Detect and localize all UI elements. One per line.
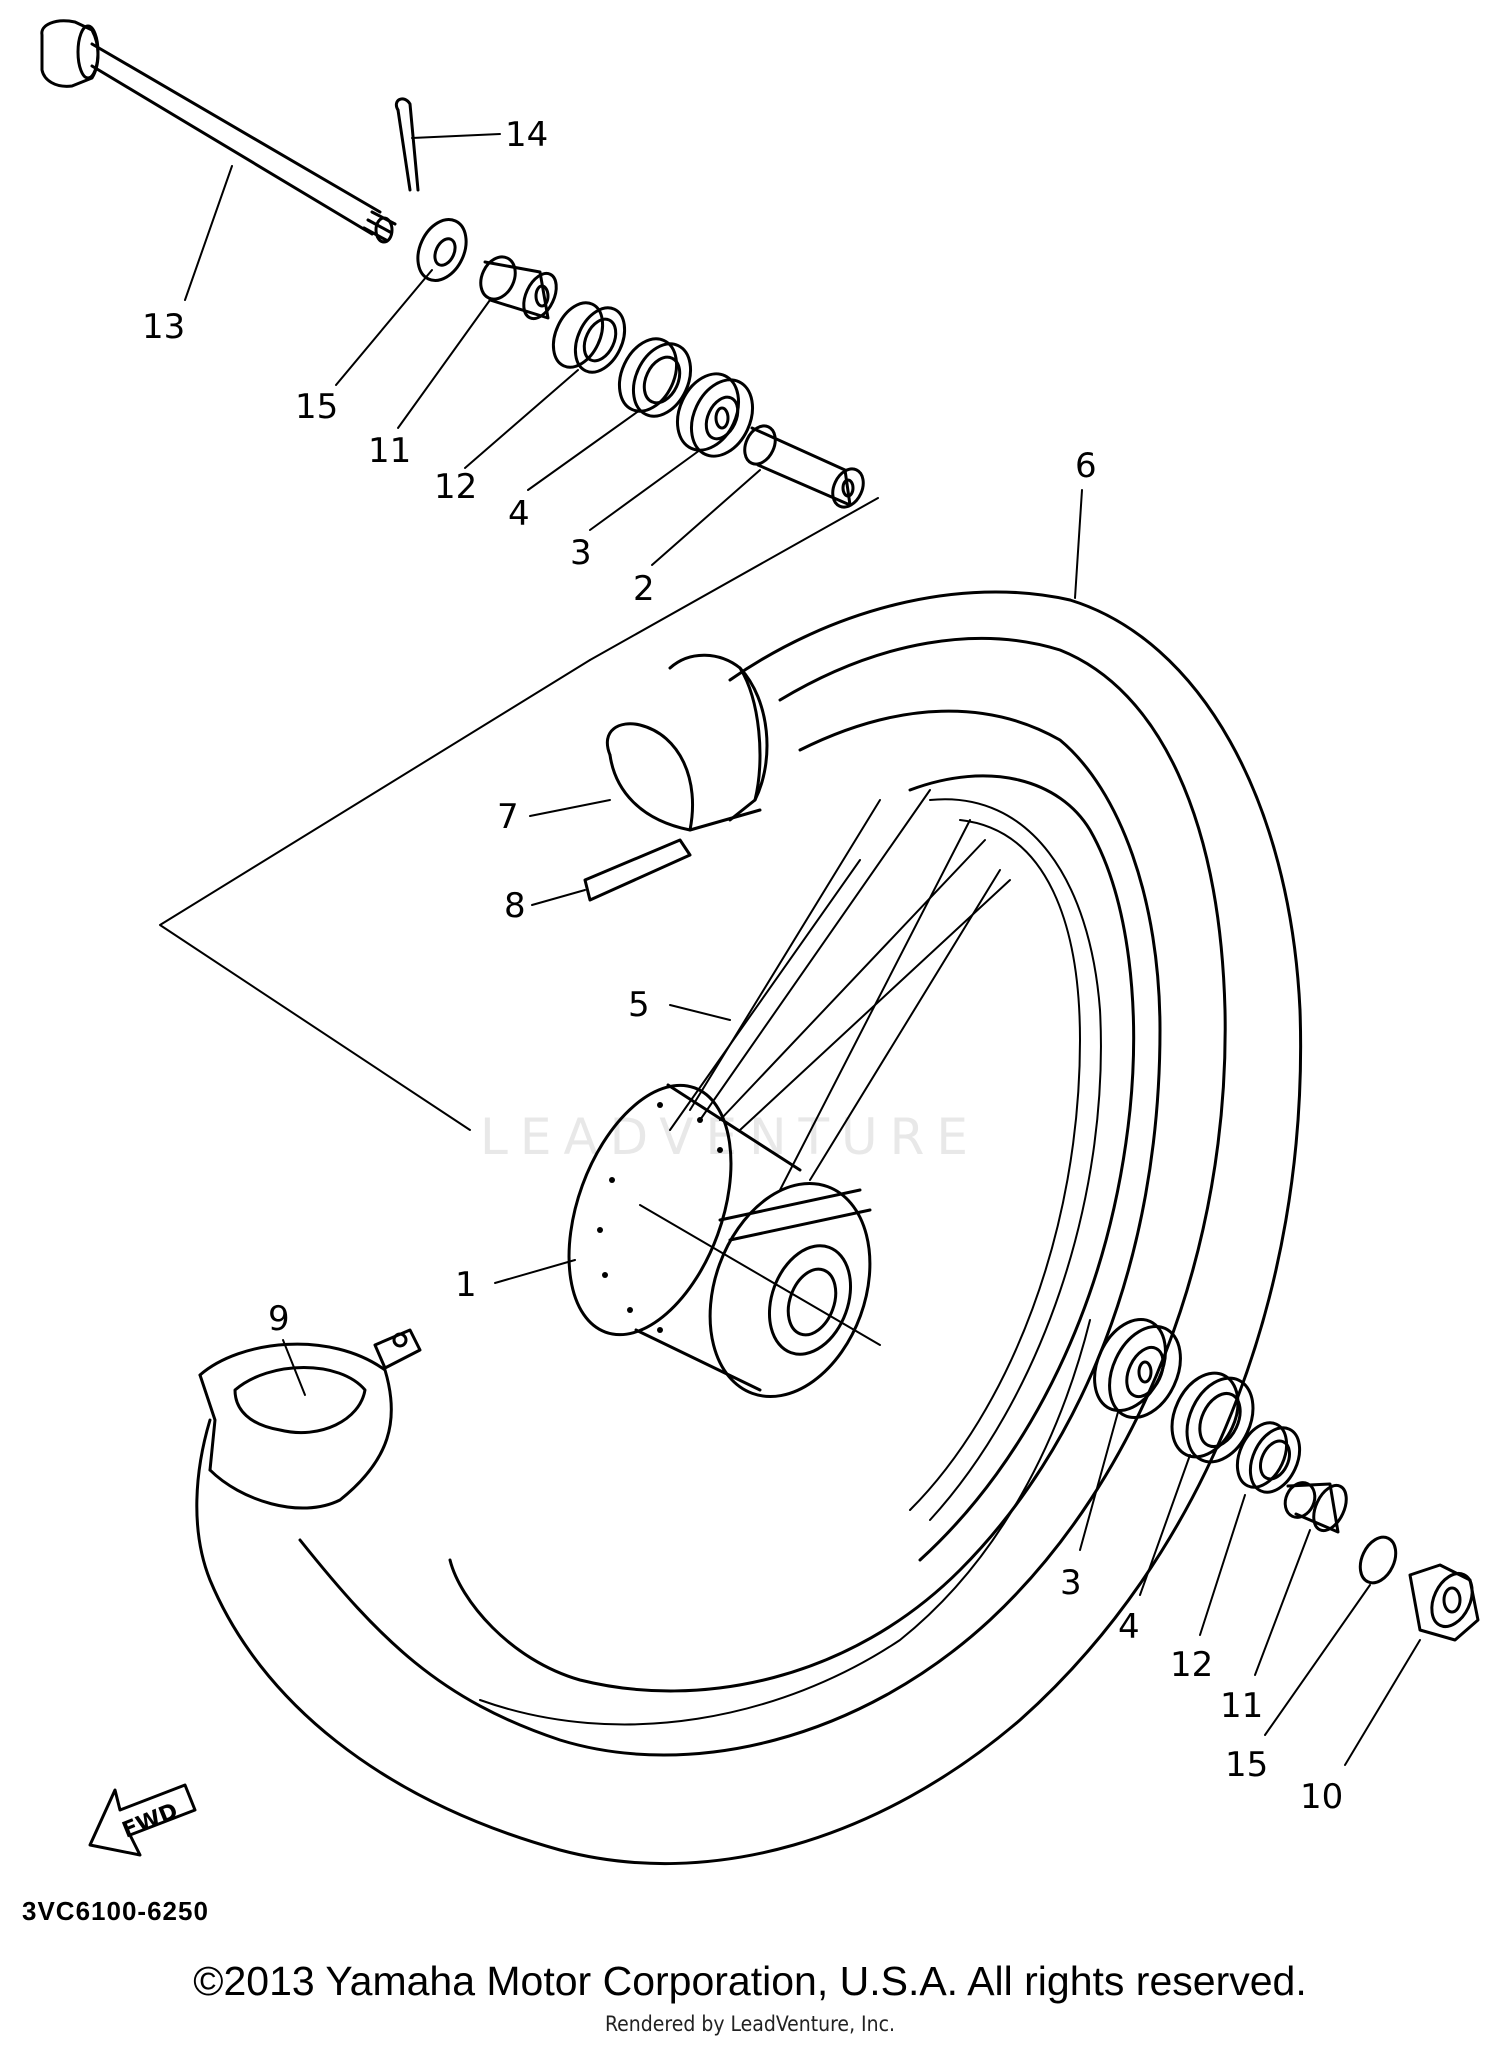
- fwd-arrow: [88, 1783, 197, 1857]
- axle-nut: [1408, 1563, 1480, 1642]
- tire: [195, 590, 1303, 1866]
- tire-section: [198, 1342, 393, 1510]
- callout-15-top: 15: [295, 387, 338, 427]
- bearing-bottom-3: [1093, 1317, 1182, 1420]
- bearing-top-4: [617, 337, 693, 418]
- callout-12-top: 12: [434, 467, 477, 507]
- washer-top: [416, 218, 468, 282]
- valve: [373, 1328, 422, 1370]
- callout-1: 1: [455, 1265, 477, 1305]
- callout-3-bottom: 3: [1060, 1563, 1082, 1603]
- callout-10: 10: [1300, 1777, 1343, 1817]
- exploded-axis-lines: [159, 497, 881, 1346]
- callout-13: 13: [142, 307, 185, 347]
- rendered-by: Rendered by LeadVenture, Inc.: [605, 2012, 895, 2036]
- callout-12-bottom: 12: [1170, 1645, 1213, 1685]
- rim: [479, 798, 1102, 1726]
- collar-bottom: [1283, 1481, 1348, 1534]
- oil-seal-bottom: [1235, 1421, 1302, 1494]
- callout-11-top: 11: [368, 431, 411, 471]
- hub-spoke-holes: [597, 1102, 723, 1333]
- callout-9: 9: [268, 1299, 290, 1339]
- callouts: 14 13 15 11 12 4 3 2 6 7 8 5 1 9 3 4 12 …: [142, 115, 1343, 1817]
- cotter-pin: [395, 97, 420, 192]
- copyright-notice: ©2013 Yamaha Motor Corporation, U.S.A. A…: [193, 1958, 1307, 2004]
- part-number: 3VC6100-6250: [22, 1896, 209, 1926]
- callout-2: 2: [633, 569, 655, 609]
- callout-3-top: 3: [570, 533, 592, 573]
- oil-seal-top: [551, 301, 627, 374]
- rim-band: [583, 838, 692, 902]
- hub: [567, 1083, 872, 1399]
- axle: [40, 19, 397, 244]
- callout-4-top: 4: [508, 494, 530, 534]
- callout-8: 8: [504, 886, 526, 926]
- callout-6: 6: [1075, 446, 1097, 486]
- callout-5: 5: [628, 985, 650, 1025]
- spacer: [743, 424, 865, 509]
- callout-11-bottom: 11: [1220, 1686, 1263, 1726]
- bearing-bottom-4: [1170, 1371, 1255, 1464]
- washer-bottom: [1358, 1535, 1398, 1585]
- callout-15-bottom: 15: [1225, 1745, 1268, 1785]
- collar-top: [479, 255, 558, 321]
- leader-lines: [184, 133, 1421, 1766]
- callout-14: 14: [505, 115, 548, 155]
- spokes: [669, 789, 1011, 1191]
- tube: [605, 653, 769, 832]
- callout-7: 7: [497, 797, 519, 837]
- bearing-top-3: [676, 372, 754, 458]
- callout-4-bottom: 4: [1118, 1607, 1140, 1647]
